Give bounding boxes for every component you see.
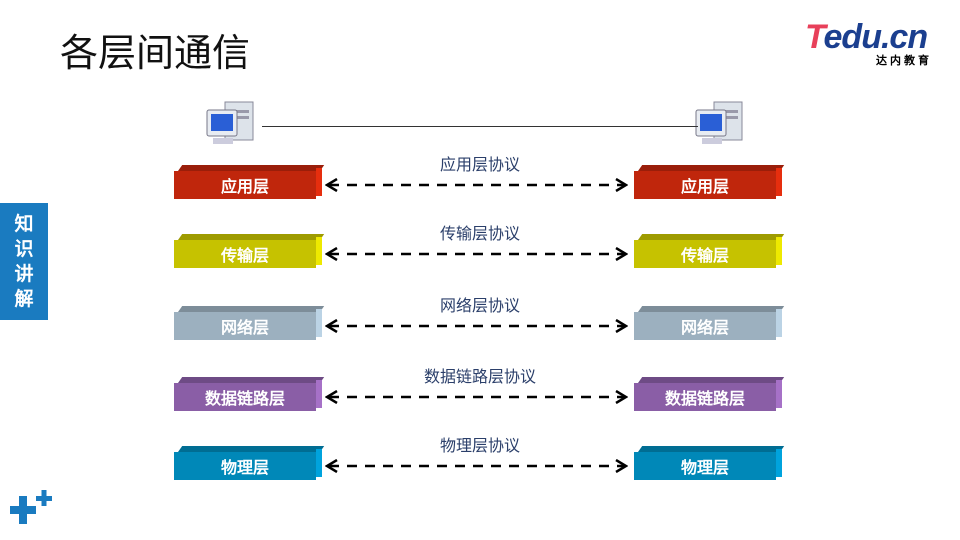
network-link-line bbox=[262, 126, 698, 127]
protocol-label: 传输层协议 bbox=[439, 224, 520, 243]
protocol-label: 物理层协议 bbox=[439, 436, 520, 455]
right-layer-4: 物理层 bbox=[634, 452, 776, 480]
bidirectional-arrow bbox=[325, 390, 628, 404]
tedu-logo: Tedu.cn 达内教育 bbox=[805, 18, 932, 67]
protocol-label: 网络层协议 bbox=[439, 296, 520, 315]
protocol-label: 数据链路层协议 bbox=[423, 367, 536, 386]
left-layer-3: 数据链路层 bbox=[174, 383, 316, 411]
left-layer-4: 物理层 bbox=[174, 452, 316, 480]
right-layer-1: 传输层 bbox=[634, 240, 776, 268]
bidirectional-arrow bbox=[325, 178, 628, 192]
bidirectional-arrow bbox=[325, 247, 628, 261]
left-layer-2: 网络层 bbox=[174, 312, 316, 340]
bidirectional-arrow bbox=[325, 459, 628, 473]
knowledge-tag: 知识讲解 bbox=[0, 203, 48, 320]
bidirectional-arrow bbox=[325, 319, 628, 333]
page-title: 各层间通信 bbox=[60, 31, 251, 75]
right-layer-3: 数据链路层 bbox=[634, 383, 776, 411]
plus-icon bbox=[10, 490, 52, 524]
protocol-label: 应用层协议 bbox=[439, 155, 520, 174]
computer-icon-right bbox=[695, 101, 743, 144]
left-layer-0: 应用层 bbox=[174, 171, 316, 199]
computer-icon-left bbox=[206, 101, 254, 144]
right-layer-2: 网络层 bbox=[634, 312, 776, 340]
left-layer-1: 传输层 bbox=[174, 240, 316, 268]
right-layer-0: 应用层 bbox=[634, 171, 776, 199]
